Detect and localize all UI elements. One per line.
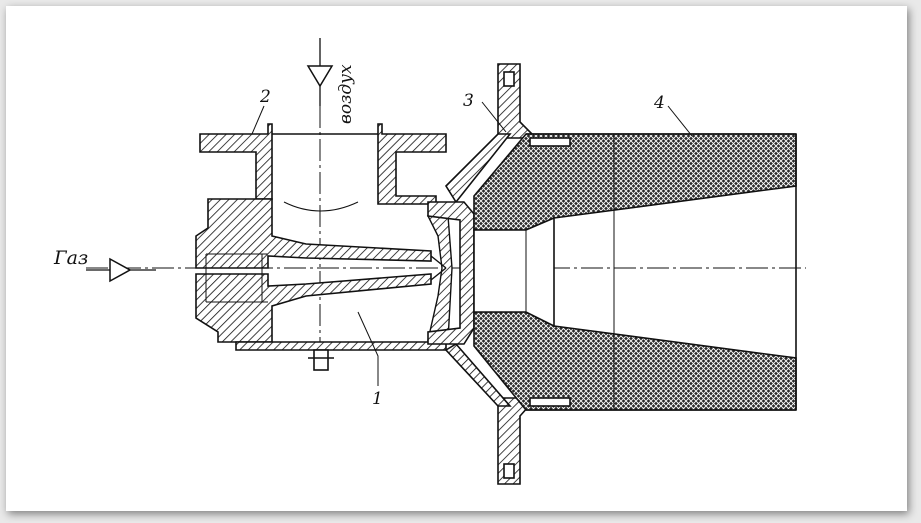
air-label: воздух <box>336 64 356 124</box>
air-arrow-icon <box>306 38 334 106</box>
part1-label: 1 <box>372 389 383 409</box>
part2-leader <box>251 105 265 135</box>
part3-leader <box>481 101 507 133</box>
burner-cross-section-drawing: воздух Газ 1 <box>53 38 806 485</box>
part3-label: 3 <box>463 91 474 111</box>
part4-label: 4 <box>653 93 665 113</box>
part2-label: 2 <box>259 87 271 107</box>
refractory-tunnel <box>473 133 797 411</box>
gas-arrow-icon <box>86 257 156 283</box>
transition-flange <box>427 63 538 485</box>
part4-leader <box>667 105 693 137</box>
gas-label: Газ <box>53 247 88 269</box>
air-body-housing <box>195 123 447 371</box>
diagram-frame: воздух Газ 1 <box>6 6 907 511</box>
part1-leader <box>357 311 379 386</box>
